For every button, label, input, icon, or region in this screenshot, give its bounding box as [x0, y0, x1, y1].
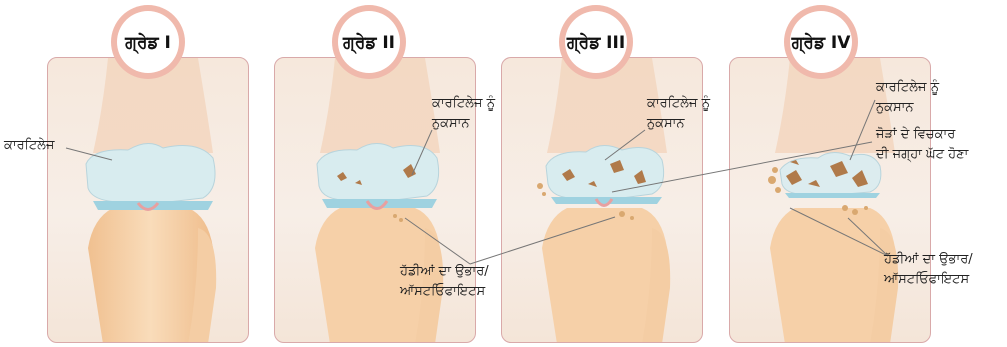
- osteophyte-label-right-line1: ਹੱਡੀਆਂ ਦਾ ਉਭਾਰ/: [884, 250, 973, 269]
- grade-3-title: ਗ੍ਰੇਡ III: [567, 33, 625, 53]
- grade-1-title: ਗ੍ਰੇਡ I: [125, 33, 171, 53]
- joint-space-label-line2: ਦੀ ਜਗ੍ਹਾ ਘੱਟ ਹੋਣਾ: [876, 145, 968, 164]
- cartilage-label: ਕਾਰਟਿਲੇਜ: [4, 136, 54, 155]
- osteophyte-label-center-line2: ਆੱਸਟਓਿਫਾਇਟਸ: [400, 282, 485, 301]
- knee-illustration-grade-1: [48, 58, 249, 343]
- grade-2-badge: ਗ੍ਰੇਡ II: [332, 5, 406, 79]
- grade-1-badge: ਗ੍ਰੇਡ I: [111, 5, 185, 79]
- grade-4-title: ਗ੍ਰੇਡ IV: [792, 33, 851, 53]
- joint-space-label-line1: ਜੋੜਾਂ ਦੇ ਵਿਚਕਾਰ: [876, 125, 955, 144]
- grade-1-panel: [47, 57, 249, 343]
- grade-4-badge: ਗ੍ਰੇਡ IV: [784, 5, 858, 79]
- osteophyte-label-center-line1: ਹੱਡੀਆਂ ਦਾ ਉਭਾਰ/: [400, 262, 489, 281]
- damage-label-grade-3-line2: ਨੁਕਸਾਨ: [647, 114, 685, 133]
- damage-label-grade-4-line2: ਨੁਕਸਾਨ: [876, 98, 914, 117]
- damage-label-grade-2-line2: ਨੁਕਸਾਨ: [432, 114, 470, 133]
- grade-3-badge: ਗ੍ਰੇਡ III: [559, 5, 633, 79]
- damage-label-grade-2-line1: ਕਾਰਟਿਲੇਜ ਨੂੰ: [432, 94, 495, 113]
- grade-2-title: ਗ੍ਰੇਡ II: [343, 33, 395, 53]
- osteophyte-label-right-line2: ਆੱਸਟਓਿਫਾਇਟਸ: [884, 270, 969, 289]
- damage-label-grade-3-line1: ਕਾਰਟਿਲੇਜ ਨੂੰ: [647, 94, 710, 113]
- damage-label-grade-4-line1: ਕਾਰਟਿਲੇਜ ਨੂੰ: [876, 78, 939, 97]
